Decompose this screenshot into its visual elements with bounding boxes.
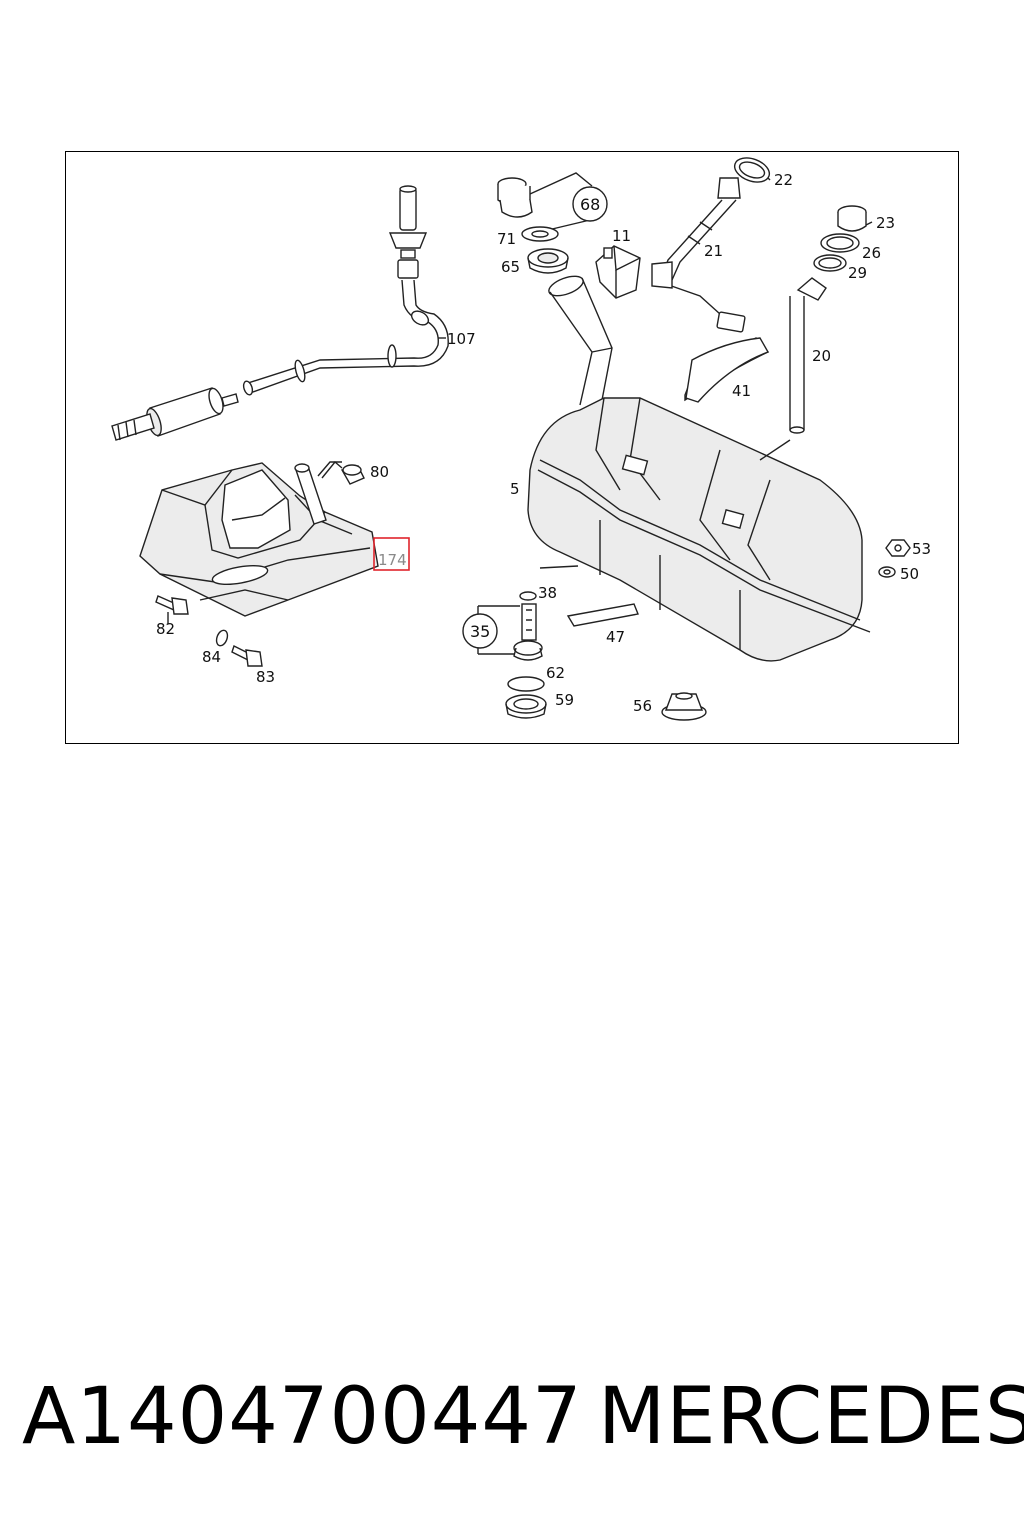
brand-name: MERCEDES xyxy=(598,1372,1024,1462)
label-53: 53 xyxy=(912,540,931,558)
cover-56 xyxy=(661,692,707,721)
label-62: 62 xyxy=(546,664,565,682)
label-29: 29 xyxy=(848,264,867,282)
leader-lines xyxy=(167,177,873,624)
pad-41 xyxy=(684,337,770,403)
label-41: 41 xyxy=(732,382,751,400)
label-50: 50 xyxy=(900,565,919,583)
filler-neck xyxy=(548,275,613,406)
label-21: 21 xyxy=(704,242,723,260)
label-22: 22 xyxy=(774,171,793,189)
washer-50 xyxy=(878,566,896,578)
label-84: 84 xyxy=(202,648,221,666)
label-38: 38 xyxy=(538,584,557,602)
tube-20 xyxy=(789,277,827,434)
label-47: 47 xyxy=(606,628,625,646)
label-174: 174 xyxy=(378,551,407,569)
callout-circle-35 xyxy=(462,613,498,649)
valve-11 xyxy=(595,245,641,299)
gasket-71 xyxy=(521,226,559,242)
part-number: A1404700447 xyxy=(22,1372,583,1462)
cap-23 xyxy=(837,205,867,232)
label-107: 107 xyxy=(447,330,476,348)
ring-29 xyxy=(813,254,847,272)
grommet-65 xyxy=(527,248,569,274)
washer-84 xyxy=(215,629,229,647)
label-80: 80 xyxy=(370,463,389,481)
label-65: 65 xyxy=(501,258,520,276)
callout-circle-68 xyxy=(572,186,608,222)
label-83: 83 xyxy=(256,668,275,686)
label-71: 71 xyxy=(497,230,516,248)
label-82: 82 xyxy=(156,620,175,638)
label-23: 23 xyxy=(876,214,895,232)
pump-assembly-35 xyxy=(477,565,579,661)
pad-47 xyxy=(566,603,639,627)
label-11: 11 xyxy=(612,227,631,245)
label-68: 68 xyxy=(580,195,600,214)
filler-cap-68 xyxy=(497,172,593,231)
ring-26 xyxy=(820,233,860,253)
highlight-box-174 xyxy=(373,537,410,571)
heat-shield-174 xyxy=(139,462,379,617)
screw-83 xyxy=(231,645,263,667)
label-26: 26 xyxy=(862,244,881,262)
label-59: 59 xyxy=(555,691,574,709)
fuel-line-107 xyxy=(242,185,449,396)
label-35: 35 xyxy=(470,622,490,641)
screw-82 xyxy=(155,595,189,615)
ring-nut-59 xyxy=(505,694,547,719)
label-20: 20 xyxy=(812,347,831,365)
clamp-62 xyxy=(507,676,545,692)
fuel-sender-21 xyxy=(651,157,771,333)
label-56: 56 xyxy=(633,697,652,715)
fuel-filter xyxy=(111,387,239,441)
nut-53 xyxy=(885,539,911,557)
label-5: 5 xyxy=(510,480,520,498)
fuel-tank-5 xyxy=(527,397,871,662)
